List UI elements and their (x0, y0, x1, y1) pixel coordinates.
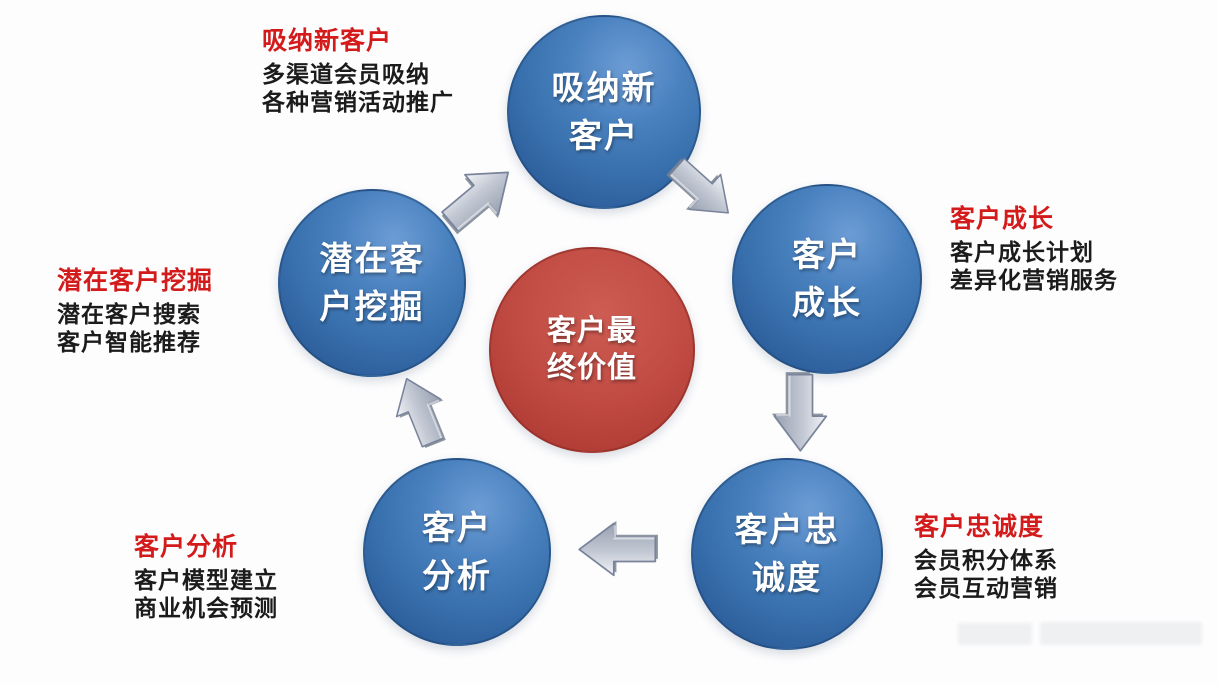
label-block-analysis: 客户分析 客户模型建立 商业机会预测 (134, 534, 278, 622)
label-new-customers-detail-2: 各种营销活动推广 (262, 89, 454, 115)
label-loyalty-detail-2: 会员互动营销 (914, 575, 1058, 601)
watermark (1040, 622, 1202, 645)
node-loyalty-line2: 诚度 (752, 559, 822, 596)
node-analysis-line2: 分析 (422, 557, 492, 594)
label-block-new-customers: 吸纳新客户 多渠道会员吸纳 各种营销活动推广 (262, 28, 454, 116)
label-block-mining: 潜在客户挖掘 潜在客户搜索 客户智能推荐 (57, 268, 213, 356)
node-mining-line2: 户挖掘 (319, 288, 425, 325)
node-loyalty-line1: 客户忠 (734, 511, 840, 548)
arrow-mining-to-new-customers (422, 143, 531, 249)
arrow-growth-to-loyalty (771, 367, 835, 455)
node-mining-line1: 潜在客 (319, 240, 425, 277)
label-growth-title: 客户成长 (950, 205, 1055, 233)
center-value-circle: 客户最 终价值 (489, 247, 695, 453)
label-block-loyalty: 客户忠诚度 会员积分体系 会员互动营销 (914, 514, 1058, 602)
label-analysis-detail-2: 商业机会预测 (134, 595, 278, 621)
label-loyalty-title: 客户忠诚度 (914, 513, 1045, 541)
node-analysis-circle: 客户 分析 (363, 458, 551, 646)
label-block-growth: 客户成长 客户成长计划 差异化营销服务 (950, 206, 1118, 294)
label-mining-detail-2: 客户智能推荐 (57, 329, 201, 355)
label-new-customers-title: 吸纳新客户 (262, 27, 393, 55)
node-new-customers-circle: 吸纳新 客户 (507, 15, 701, 209)
node-new-customers-line1: 吸纳新 (551, 69, 657, 106)
watermark (958, 623, 1032, 645)
arrow-analysis-to-mining (376, 365, 460, 461)
arrow-new-customers-to-growth (654, 139, 752, 236)
arrow-loyalty-to-analysis (575, 520, 663, 584)
node-growth-line1: 客户 (792, 236, 862, 273)
label-analysis-title: 客户分析 (134, 533, 239, 561)
label-analysis-detail-1: 客户模型建立 (134, 567, 278, 593)
label-mining-title: 潜在客户挖掘 (57, 267, 214, 295)
label-growth-detail-2: 差异化营销服务 (950, 267, 1118, 293)
center-value-line1: 客户最 (546, 315, 637, 347)
label-mining-detail-1: 潜在客户搜索 (57, 301, 201, 327)
label-new-customers-detail-1: 多渠道会员吸纳 (262, 61, 430, 87)
center-value-line2: 终价值 (546, 352, 637, 384)
label-growth-detail-1: 客户成长计划 (950, 239, 1094, 265)
node-analysis-line1: 客户 (422, 509, 492, 546)
node-growth-line2: 成长 (792, 284, 862, 321)
label-loyalty-detail-1: 会员积分体系 (914, 547, 1058, 573)
node-new-customers-line2: 客户 (569, 117, 639, 154)
node-loyalty-circle: 客户忠 诚度 (691, 458, 883, 650)
node-mining-circle: 潜在客 户挖掘 (278, 189, 466, 377)
node-growth-circle: 客户 成长 (732, 184, 922, 374)
